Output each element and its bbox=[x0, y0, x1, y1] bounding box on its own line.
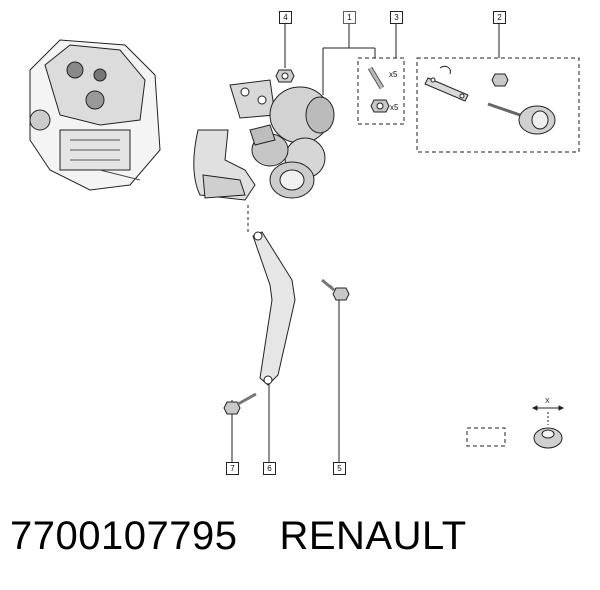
oil-pipe-part-6 bbox=[247, 205, 296, 386]
callout-6: 6 bbox=[263, 462, 276, 475]
nut-quantity: x5 bbox=[390, 103, 399, 112]
actuator-kit-part-2 bbox=[424, 65, 556, 135]
detail-label: X bbox=[545, 398, 550, 405]
bolt-part-5 bbox=[321, 278, 350, 301]
engine-thumbnail bbox=[29, 39, 161, 191]
callout-1: 1 bbox=[343, 11, 356, 24]
brand-name: RENAULT bbox=[279, 514, 467, 558]
detail-nut-x bbox=[531, 405, 565, 449]
group-boxes bbox=[357, 57, 580, 447]
bolt-part-7 bbox=[223, 392, 257, 415]
part-number: 7700107795 bbox=[10, 514, 238, 558]
stud-quantity: x5 bbox=[389, 70, 398, 79]
callout-3: 3 bbox=[390, 11, 403, 24]
leader-lines bbox=[231, 23, 500, 462]
callout-4: 4 bbox=[279, 11, 292, 24]
product-footer: 7700107795 RENAULT bbox=[10, 514, 590, 574]
stud-and-nut-part-3 bbox=[367, 66, 390, 113]
nut-part-4 bbox=[275, 69, 295, 83]
callout-2: 2 bbox=[493, 11, 506, 24]
exploded-parts-diagram: x5 x5 X bbox=[29, 23, 580, 462]
callout-5: 5 bbox=[333, 462, 346, 475]
turbocharger bbox=[193, 79, 335, 201]
callout-7: 7 bbox=[226, 462, 239, 475]
